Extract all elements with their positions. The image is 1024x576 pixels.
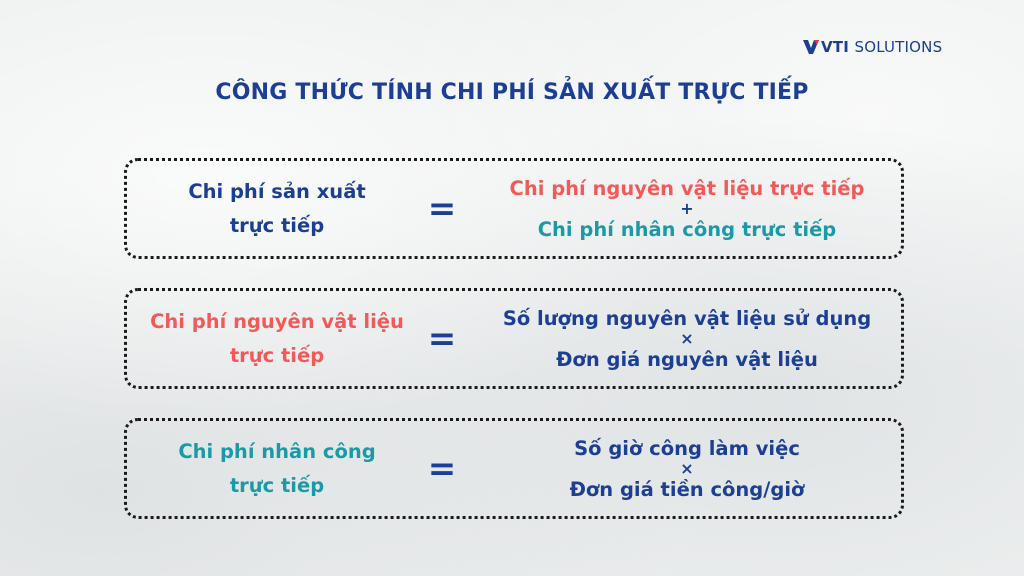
equals-sign: = [427, 448, 457, 489]
plus-operator: + [680, 198, 694, 218]
formula-lhs-line2: trực tiếp [229, 473, 325, 497]
equals-sign: = [427, 188, 457, 229]
vti-logo-mark-icon [803, 40, 819, 54]
formula-rhs-term1: Số giờ công làm việc [574, 436, 800, 460]
brand-logo: VTI SOLUTIONS [803, 36, 942, 58]
formula-lhs-line2: trực tiếp [229, 213, 325, 237]
brand-name: VTI SOLUTIONS [821, 36, 942, 58]
multiply-operator: × [680, 458, 694, 478]
formula-lhs: Chi phí nhân công trực tiếp [127, 421, 427, 516]
formula-box-labor-cost: Chi phí nhân công trực tiếp = Số giờ côn… [124, 418, 904, 519]
formula-lhs-line1: Chi phí nhân công [178, 439, 376, 463]
formula-rhs-term2: Chi phí nhân công trực tiếp [537, 217, 837, 241]
formula-lhs: Chi phí nguyên vật liệu trực tiếp [127, 291, 427, 386]
formula-box-material-cost: Chi phí nguyên vật liệu trực tiếp = Số l… [124, 288, 904, 389]
equals-sign: = [427, 318, 457, 359]
formula-lhs: Chi phí sản xuất trực tiếp [127, 161, 427, 256]
formula-lhs-line1: Chi phí nguyên vật liệu [150, 309, 404, 333]
formula-rhs: Số giờ công làm việc × Đơn giá tiền công… [472, 421, 902, 516]
page-title: CÔNG THỨC TÍNH CHI PHÍ SẢN XUẤT TRỰC TIẾ… [215, 80, 809, 105]
formula-lhs-line2: trực tiếp [229, 343, 325, 367]
multiply-operator: × [680, 328, 694, 348]
formula-rhs-term1: Chi phí nguyên vật liệu trực tiếp [509, 176, 865, 200]
brand-name-light: SOLUTIONS [854, 38, 943, 56]
formula-rhs-term2: Đơn giá nguyên vật liệu [556, 347, 818, 371]
formula-rhs-term2: Đơn giá tiền công/giờ [569, 477, 805, 501]
formula-rhs-term1: Số lượng nguyên vật liệu sử dụng [502, 306, 872, 330]
formula-box-total-cost: Chi phí sản xuất trực tiếp = Chi phí ngu… [124, 158, 904, 259]
formula-rhs: Chi phí nguyên vật liệu trực tiếp + Chi … [472, 161, 902, 256]
formula-lhs-line1: Chi phí sản xuất [188, 179, 366, 203]
brand-name-strong: VTI [821, 38, 850, 56]
formula-rhs: Số lượng nguyên vật liệu sử dụng × Đơn g… [472, 291, 902, 386]
